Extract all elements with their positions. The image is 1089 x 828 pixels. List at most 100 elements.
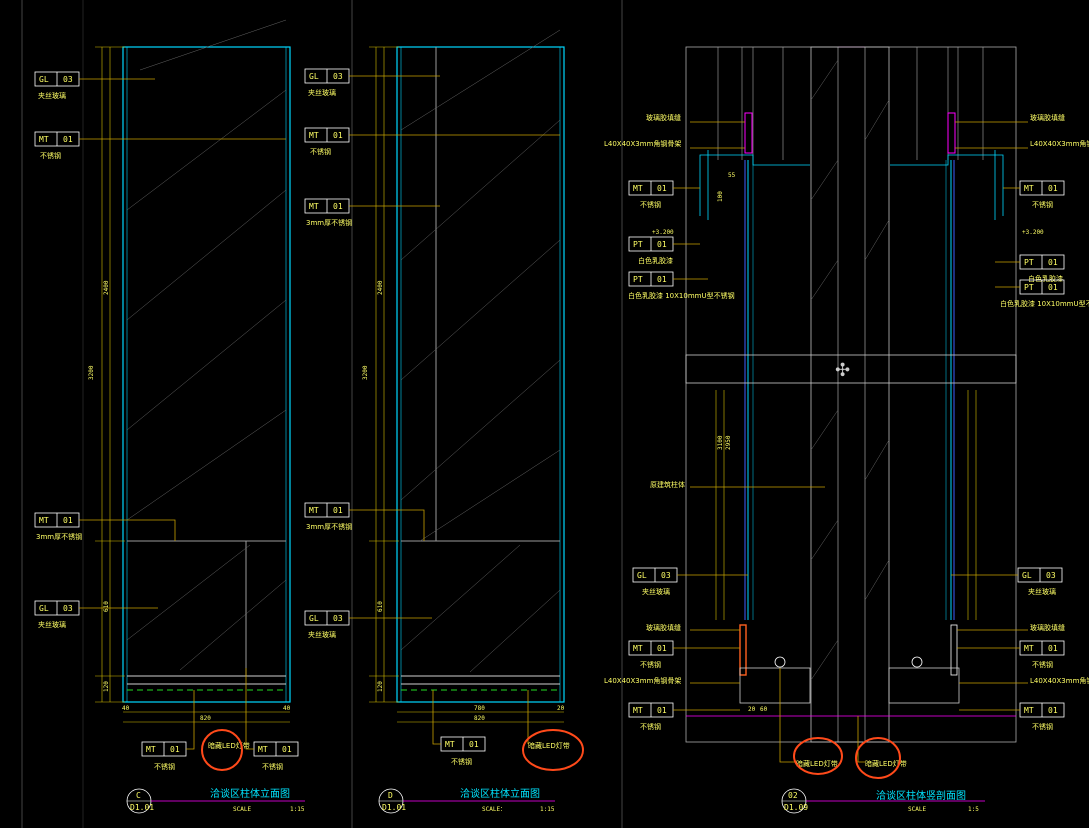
svg-text:01: 01 bbox=[170, 745, 180, 754]
middle-markup-circle bbox=[522, 729, 584, 771]
svg-text:MT: MT bbox=[1024, 644, 1034, 653]
svg-text:L40X40X3mm角钢骨架: L40X40X3mm角钢骨架 bbox=[604, 139, 681, 148]
svg-text:不锈钢: 不锈钢 bbox=[1032, 660, 1053, 669]
svg-text:01: 01 bbox=[657, 240, 667, 249]
svg-text:MT: MT bbox=[1024, 184, 1034, 193]
right-led-note-right: 暗藏LED灯带 bbox=[865, 759, 907, 768]
left-title: 洽谈区柱体立面图 bbox=[210, 787, 290, 800]
svg-text:原建筑柱体: 原建筑柱体 bbox=[650, 480, 685, 489]
right-dim-h1: 3100 bbox=[717, 435, 724, 450]
middle-dim-total: 3200 bbox=[362, 365, 369, 380]
middle-dim-seg2: 20 bbox=[557, 705, 565, 712]
svg-text:白色乳胶漆 10X10mmU型不锈钢: 白色乳胶漆 10X10mmU型不锈钢 bbox=[628, 291, 735, 300]
svg-text:02: 02 bbox=[788, 791, 798, 800]
svg-text:不锈钢: 不锈钢 bbox=[40, 151, 61, 160]
left-dim-seg2: 40 bbox=[283, 705, 291, 712]
svg-text:SCALE：: SCALE： bbox=[482, 806, 506, 813]
svg-text:1:15: 1:15 bbox=[290, 806, 305, 813]
svg-text:GL: GL bbox=[39, 604, 49, 613]
svg-text:01: 01 bbox=[333, 506, 343, 515]
left-dim-upper: 2400 bbox=[103, 280, 110, 295]
svg-text:玻璃胶填缝: 玻璃胶填缝 bbox=[1030, 623, 1065, 632]
svg-text:MT: MT bbox=[633, 644, 643, 653]
svg-text:01: 01 bbox=[1048, 706, 1058, 715]
right-dim-w3: 20 bbox=[748, 706, 756, 713]
left-dim-width: 820 bbox=[200, 715, 211, 722]
svg-text:GL: GL bbox=[39, 75, 49, 84]
middle-dim-width: 820 bbox=[474, 715, 485, 722]
svg-text:3mm厚不锈钢: 3mm厚不锈钢 bbox=[306, 218, 352, 227]
svg-text:GL: GL bbox=[309, 72, 319, 81]
right-markup-circle-left bbox=[793, 737, 843, 775]
svg-text:1:15: 1:15 bbox=[540, 806, 555, 813]
svg-text:01: 01 bbox=[657, 184, 667, 193]
right-title: 洽谈区柱体竖剖面图 bbox=[876, 789, 966, 802]
right-dim-h2: 2950 bbox=[725, 435, 732, 450]
svg-text:D1.01: D1.01 bbox=[130, 803, 154, 812]
middle-title: 洽谈区柱体立面图 bbox=[460, 787, 540, 800]
svg-text:L40X40X3mm角钢骨架: L40X40X3mm角钢骨架 bbox=[1030, 139, 1089, 148]
svg-text:L40X40X3mm角钢骨架: L40X40X3mm角钢骨架 bbox=[1030, 676, 1089, 685]
svg-text:不锈钢: 不锈钢 bbox=[154, 762, 175, 771]
svg-text:01: 01 bbox=[282, 745, 292, 754]
right-level-left: +3.200 bbox=[652, 229, 674, 236]
svg-text:MT: MT bbox=[633, 706, 643, 715]
left-dim-lower: 610 bbox=[103, 601, 110, 612]
svg-text:夹丝玻璃: 夹丝玻璃 bbox=[308, 630, 336, 639]
svg-text:D1.01: D1.01 bbox=[382, 803, 406, 812]
svg-text:夹丝玻璃: 夹丝玻璃 bbox=[38, 620, 66, 629]
svg-text:03: 03 bbox=[1046, 571, 1056, 580]
middle-dim-seg: 780 bbox=[474, 705, 485, 712]
svg-text:SCALE: SCALE bbox=[233, 806, 251, 813]
svg-text:D1.09: D1.09 bbox=[784, 803, 808, 812]
svg-text:MT: MT bbox=[309, 131, 319, 140]
right-dim-w1: 55 bbox=[728, 172, 736, 179]
left-dim-base: 120 bbox=[103, 681, 110, 692]
svg-text:MT: MT bbox=[258, 745, 268, 754]
left-dim-seg: 40 bbox=[122, 705, 130, 712]
svg-text:01: 01 bbox=[657, 275, 667, 284]
svg-text:PT: PT bbox=[633, 275, 643, 284]
left-title-block: C D1.01 洽谈区柱体立面图 SCALE 1:15 bbox=[126, 787, 305, 814]
svg-text:03: 03 bbox=[333, 614, 343, 623]
svg-text:01: 01 bbox=[333, 131, 343, 140]
svg-text:夹丝玻璃: 夹丝玻璃 bbox=[1028, 587, 1056, 596]
middle-dim-upper: 2400 bbox=[377, 280, 384, 295]
svg-text:SCALE: SCALE bbox=[908, 806, 926, 813]
svg-text:01: 01 bbox=[657, 706, 667, 715]
svg-text:D: D bbox=[388, 791, 393, 800]
right-title-block: 02 D1.09 洽谈区柱体竖剖面图 SCALE 1:5 bbox=[781, 788, 985, 814]
svg-text:白色乳胶漆: 白色乳胶漆 bbox=[638, 256, 673, 265]
svg-text:不锈钢: 不锈钢 bbox=[310, 147, 331, 156]
svg-text:01: 01 bbox=[657, 644, 667, 653]
svg-text:MT: MT bbox=[633, 184, 643, 193]
svg-text:白色乳胶漆: 白色乳胶漆 bbox=[1028, 274, 1063, 283]
svg-text:GL: GL bbox=[1022, 571, 1032, 580]
svg-text:01: 01 bbox=[63, 516, 73, 525]
middle-dim-lower: 610 bbox=[377, 601, 384, 612]
svg-text:不锈钢: 不锈钢 bbox=[262, 762, 283, 771]
svg-text:03: 03 bbox=[333, 72, 343, 81]
svg-text:MT: MT bbox=[39, 135, 49, 144]
svg-text:不锈钢: 不锈钢 bbox=[451, 757, 472, 766]
svg-text:夹丝玻璃: 夹丝玻璃 bbox=[308, 88, 336, 97]
svg-text:01: 01 bbox=[1048, 644, 1058, 653]
svg-text:不锈钢: 不锈钢 bbox=[1032, 200, 1053, 209]
right-markup-circle-right bbox=[855, 737, 901, 779]
middle-title-block: D D1.01 洽谈区柱体立面图 SCALE： 1:15 bbox=[378, 787, 555, 814]
svg-text:01: 01 bbox=[1048, 258, 1058, 267]
svg-text:PT: PT bbox=[633, 240, 643, 249]
